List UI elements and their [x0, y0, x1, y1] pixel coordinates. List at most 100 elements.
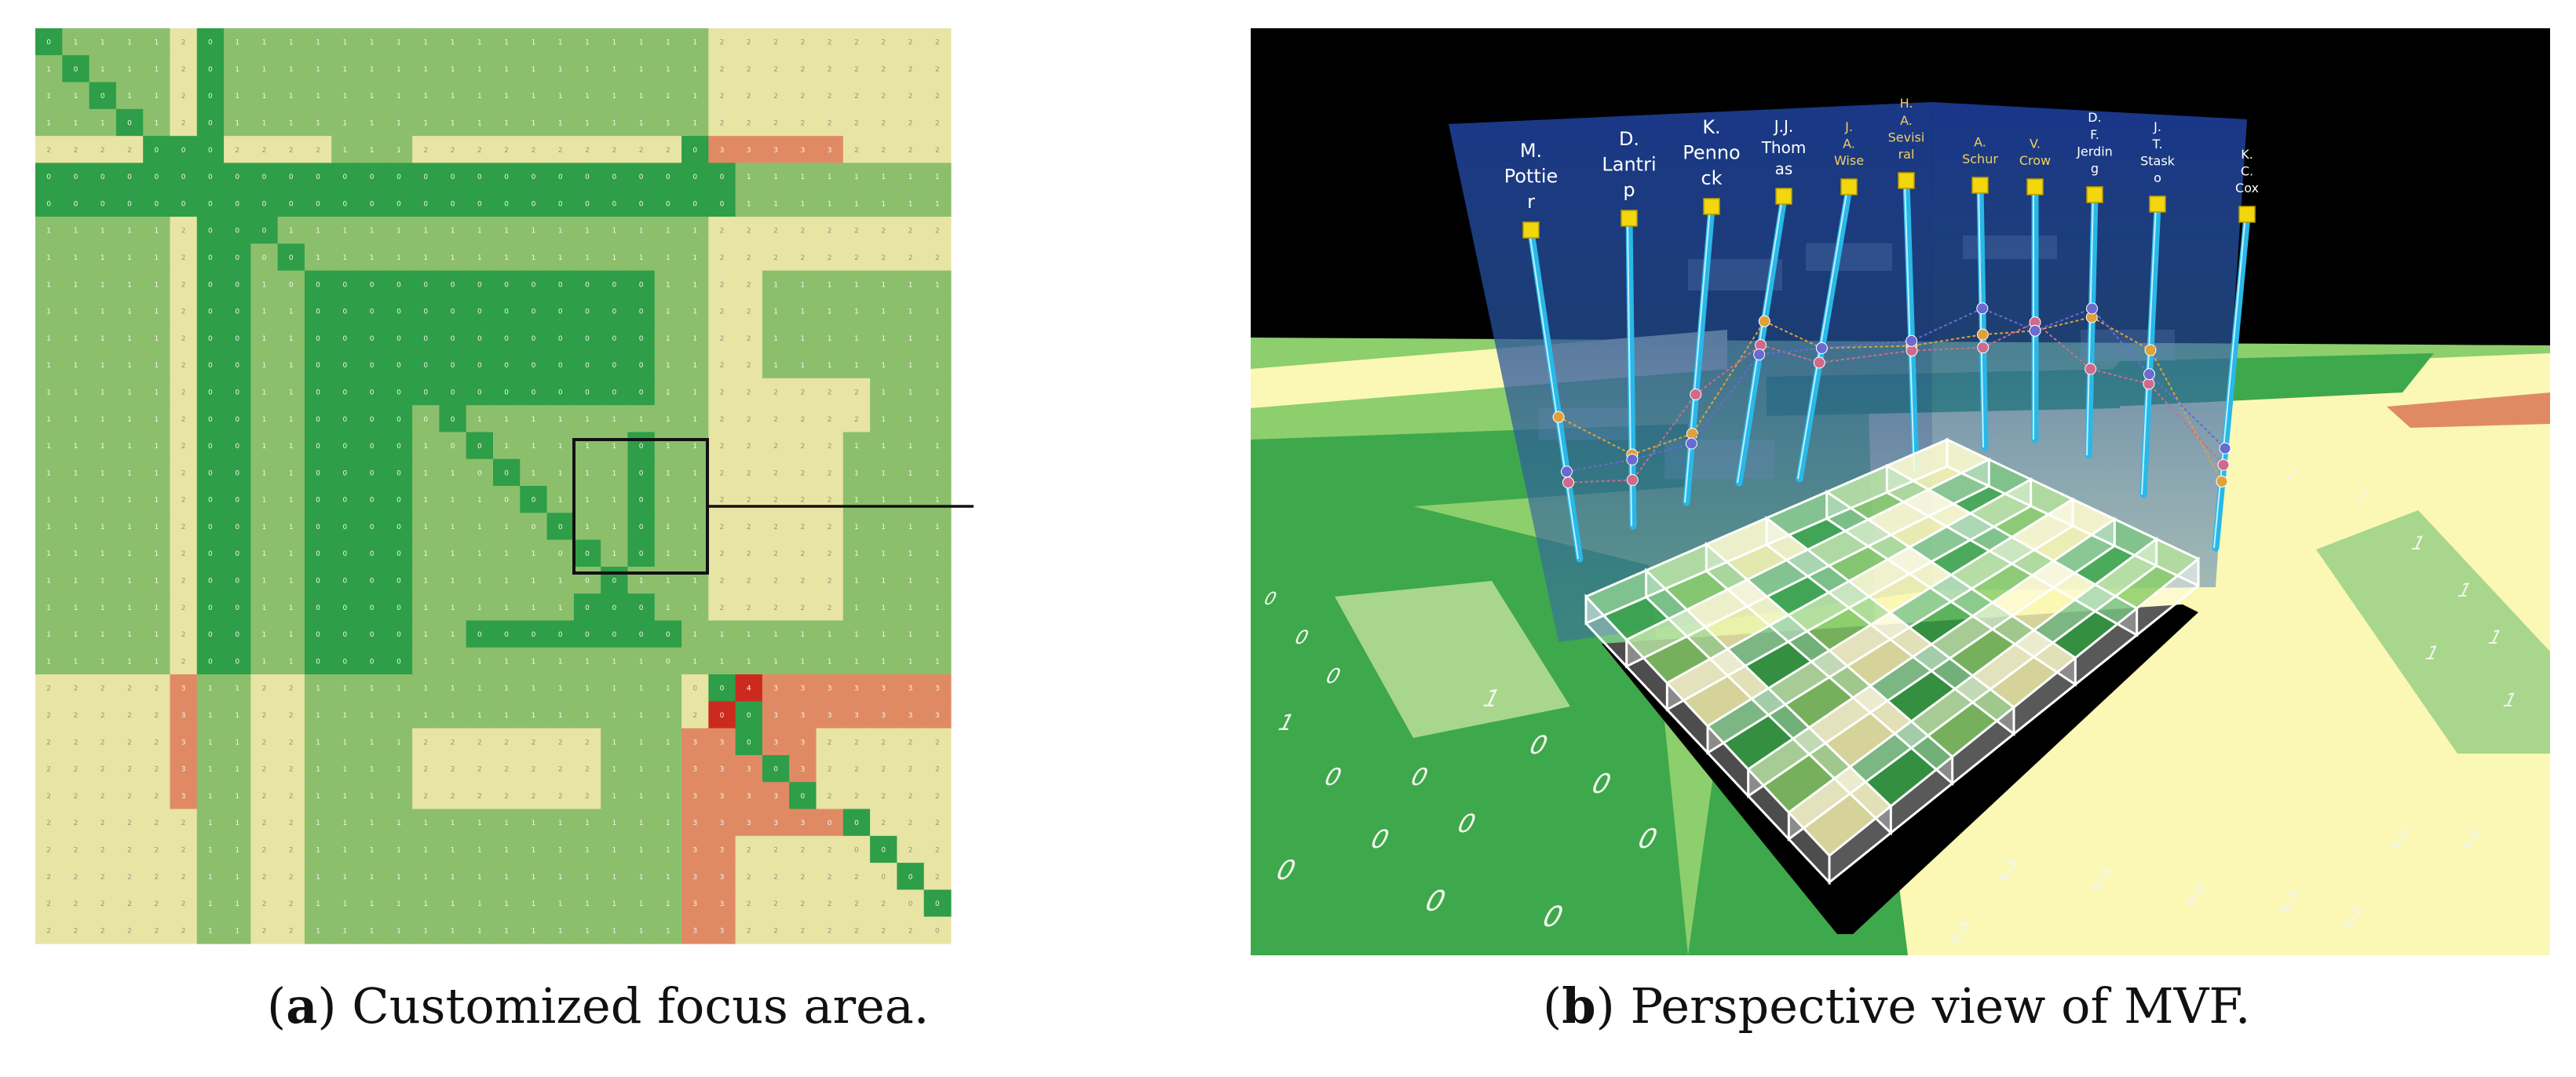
- matrix-cell-value: 1: [100, 443, 105, 451]
- matrix-cell-value: 0: [289, 173, 294, 181]
- matrix-cell: [681, 351, 709, 379]
- matrix-cell: [789, 297, 817, 325]
- matrix-cell-value: 2: [801, 927, 806, 935]
- panel-shadow-cell: [1806, 243, 1892, 271]
- matrix-cell: [681, 835, 709, 863]
- matrix-cell: [35, 243, 63, 272]
- matrix-cell: [143, 243, 171, 272]
- matrix-cell-value: 0: [451, 416, 455, 424]
- matrix-cell: [331, 728, 360, 756]
- matrix-cell: [115, 566, 144, 594]
- matrix-cell-value: 1: [801, 362, 806, 370]
- matrix-cell: [842, 916, 871, 944]
- matrix-cell-value: 1: [854, 335, 859, 343]
- matrix-cell: [842, 243, 871, 272]
- grid-cell: [1807, 519, 1910, 582]
- matrix-cell: [762, 566, 790, 594]
- matrix-cell-value: 1: [289, 469, 294, 477]
- floor-label: 2: [2457, 827, 2484, 853]
- matrix-cell: [143, 593, 171, 622]
- matrix-cell-value: 1: [666, 766, 670, 774]
- matrix-cell-value: 0: [477, 308, 482, 316]
- matrix-cell-value: 2: [854, 739, 859, 747]
- matrix-cell: [170, 728, 198, 756]
- matrix-cell: [412, 217, 440, 244]
- matrix-cell-value: 0: [316, 335, 320, 343]
- matrix-cell-value: 1: [666, 228, 670, 235]
- matrix-cell-value: 1: [504, 846, 509, 854]
- matrix-cell-value: 1: [881, 173, 886, 181]
- matrix-cell-value: 0: [639, 281, 644, 289]
- matrix-cell-value: 2: [828, 254, 832, 262]
- matrix-cell-value: 2: [935, 820, 940, 827]
- matrix-cell-value: 1: [46, 550, 51, 558]
- matrix-cell: [546, 863, 575, 891]
- matrix-cell: [897, 458, 925, 487]
- matrix-cell: [816, 809, 844, 837]
- matrix-cell: [573, 701, 601, 729]
- matrix-cell: [573, 28, 601, 56]
- matrix-cell-value: 3: [720, 766, 725, 774]
- matrix-cell-value: 1: [127, 469, 132, 477]
- matrix-cell-value: 0: [74, 173, 79, 181]
- matrix-cell: [89, 55, 117, 83]
- matrix-cell-value: 0: [612, 335, 616, 343]
- matrix-cell-value: 2: [46, 900, 51, 908]
- matrix-cell-value: 0: [316, 443, 320, 451]
- matrix-cell: [143, 378, 171, 406]
- matrix-cell-value: 1: [74, 120, 79, 128]
- matrix-cell: [224, 108, 251, 137]
- matrix-cell: [816, 378, 844, 406]
- matrix-cell: [708, 189, 736, 217]
- matrix-cell: [789, 189, 817, 217]
- matrix-cell: [358, 55, 386, 83]
- matrix-cell-value: 2: [289, 846, 294, 854]
- matrix-cell: [708, 486, 736, 513]
- matrix-cell: [870, 432, 898, 460]
- matrix-cell: [870, 593, 898, 622]
- matrix-cell-value: 1: [477, 39, 482, 47]
- matrix-cell: [196, 835, 225, 863]
- matrix-cell: [35, 405, 63, 433]
- matrix-cell-value: 1: [289, 93, 294, 100]
- matrix-cell: [708, 835, 736, 863]
- matrix-cell: [331, 916, 360, 944]
- matrix-cell: [627, 378, 656, 406]
- matrix-cell-value: 1: [343, 93, 348, 100]
- matrix-cell-value: 2: [720, 469, 725, 477]
- matrix-cell: [358, 835, 386, 863]
- matrix-cell-value: 3: [181, 712, 186, 720]
- matrix-cell: [62, 108, 90, 137]
- matrix-cell: [170, 566, 198, 594]
- matrix-cell-value: 1: [396, 712, 401, 720]
- matrix-cell: [196, 55, 225, 83]
- matrix-cell-value: 1: [585, 469, 590, 477]
- matrix-cell: [870, 270, 898, 298]
- matrix-cell-value: 1: [289, 604, 294, 612]
- matrix-cell: [62, 136, 90, 164]
- matrix-cell: [331, 647, 360, 675]
- matrix-cell: [62, 835, 90, 863]
- matrix-cell: [412, 28, 440, 56]
- matrix-cell-value: 1: [828, 281, 832, 289]
- matrix-cell: [385, 647, 413, 675]
- matrix-cell-value: 1: [612, 927, 616, 935]
- matrix-cell: [143, 863, 171, 891]
- matrix-cell-value: 1: [504, 39, 509, 47]
- matrix-cell-value: 0: [127, 200, 132, 208]
- matrix-cell-value: 1: [801, 173, 806, 181]
- matrix-cell: [143, 701, 171, 729]
- matrix-cell: [89, 351, 117, 379]
- floor-dark-region: [1767, 369, 2120, 416]
- axis-rod: [1683, 204, 1716, 506]
- matrix-cell: [627, 55, 656, 83]
- matrix-cell-value: 2: [828, 874, 832, 882]
- matrix-cell-value: 1: [451, 120, 455, 128]
- matrix-cell-value: 0: [451, 362, 455, 370]
- matrix-cell-value: 1: [46, 469, 51, 477]
- matrix-cell: [546, 458, 575, 487]
- matrix-cell-value: 1: [423, 820, 428, 827]
